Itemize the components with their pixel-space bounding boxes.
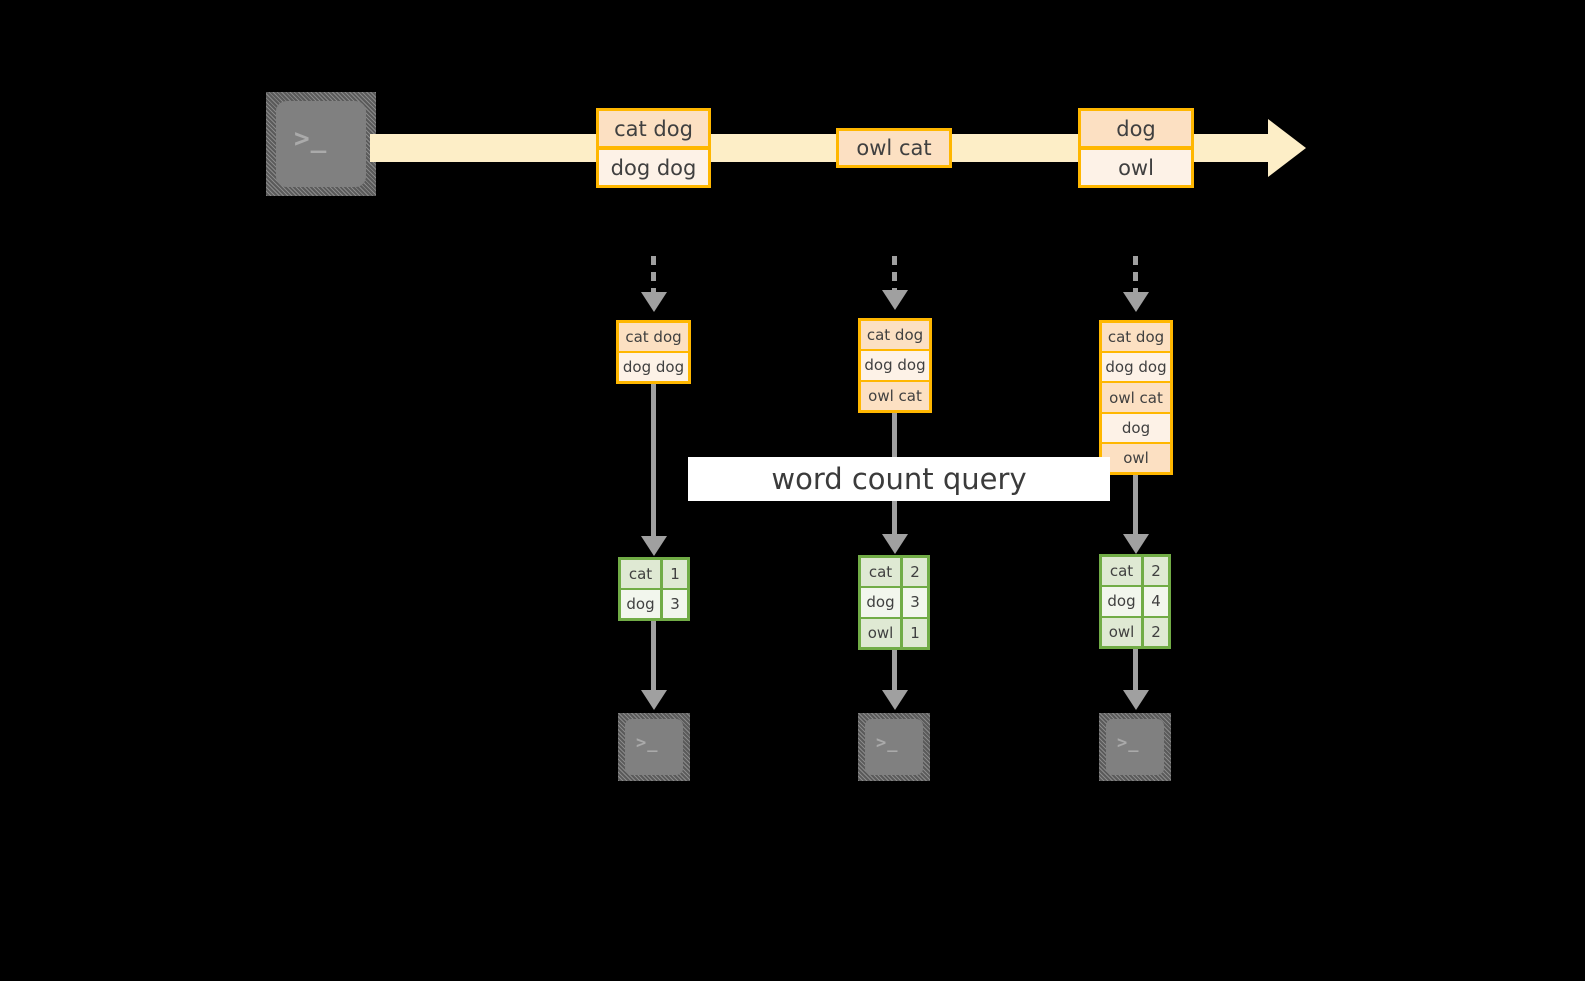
terminal-screen <box>865 719 923 775</box>
snapshot-trigger-arrowhead <box>641 292 667 312</box>
snapshot-2-result-table: cat 2 dog 3 owl 1 <box>858 555 930 650</box>
snapshot-record: owl cat <box>1102 383 1170 414</box>
snapshot-record: owl <box>1102 443 1170 473</box>
terminal-screen <box>1106 719 1164 775</box>
sink-connector-arrowhead <box>641 690 667 710</box>
snapshot-record: cat dog <box>619 323 688 353</box>
snapshot-2-records: cat dog dog dog owl cat <box>858 318 932 413</box>
result-word: dog <box>1102 587 1144 616</box>
result-count: 1 <box>903 618 927 647</box>
query-connector <box>651 384 656 538</box>
sink-connector-arrowhead <box>1123 690 1149 710</box>
snapshot-record: dog dog <box>861 351 929 382</box>
terminal-prompt-glyph: >_ <box>294 124 328 154</box>
result-count: 2 <box>903 558 927 587</box>
sink-connector <box>892 650 897 691</box>
table-row: cat 2 <box>861 558 927 589</box>
result-count: 3 <box>903 588 927 617</box>
terminal-screen <box>276 101 366 187</box>
query-connector-arrowhead <box>882 534 908 554</box>
result-word: dog <box>861 588 903 617</box>
stream-record: dog <box>1078 108 1194 149</box>
snapshot-trigger-arrowhead <box>882 290 908 310</box>
stream-record: dog dog <box>596 147 711 188</box>
table-row: owl 2 <box>1102 617 1168 646</box>
table-row: dog 3 <box>621 590 687 618</box>
query-label: word count query <box>688 457 1110 501</box>
query-connector <box>1133 475 1138 536</box>
table-row: dog 3 <box>861 588 927 619</box>
snapshot-record: cat dog <box>1102 323 1170 354</box>
sink-connector-arrowhead <box>882 690 908 710</box>
snapshot-record: dog <box>1102 413 1170 444</box>
table-row: cat 1 <box>621 560 687 590</box>
terminal-prompt-glyph: >_ <box>1117 733 1140 753</box>
terminal-screen <box>625 719 683 775</box>
query-connector-arrowhead <box>1123 534 1149 554</box>
snapshot-3-records: cat dog dog dog owl cat dog owl <box>1099 320 1173 475</box>
result-count: 2 <box>1144 617 1168 646</box>
source-terminal-icon: >_ <box>266 92 376 196</box>
snapshot-record: dog dog <box>619 353 688 381</box>
result-word: dog <box>621 590 663 618</box>
stream-record: cat dog <box>596 108 711 149</box>
snapshot-3-result-table: cat 2 dog 4 owl 2 <box>1099 554 1171 649</box>
result-word: cat <box>1102 557 1144 586</box>
snapshot-record: cat dog <box>861 321 929 352</box>
snapshot-1-sink-terminal-icon: >_ <box>618 713 690 781</box>
event-stream-arrowhead <box>1268 119 1306 177</box>
sink-connector <box>1133 649 1138 691</box>
snapshot-trigger-connector <box>892 256 897 292</box>
sink-connector <box>651 621 656 691</box>
result-word: owl <box>861 618 903 647</box>
terminal-prompt-glyph: >_ <box>636 733 659 753</box>
snapshot-1-records: cat dog dog dog <box>616 320 691 384</box>
query-connector-arrowhead <box>641 536 667 556</box>
result-word: cat <box>861 558 903 587</box>
result-count: 4 <box>1144 587 1168 616</box>
terminal-prompt-glyph: >_ <box>876 733 899 753</box>
snapshot-2-sink-terminal-icon: >_ <box>858 713 930 781</box>
snapshot-3-sink-terminal-icon: >_ <box>1099 713 1171 781</box>
stream-record: owl cat <box>836 128 952 168</box>
result-count: 3 <box>663 590 687 618</box>
snapshot-trigger-arrowhead <box>1123 292 1149 312</box>
snapshot-1-result-table: cat 1 dog 3 <box>618 557 690 621</box>
table-row: dog 4 <box>1102 587 1168 618</box>
snapshot-record: dog dog <box>1102 353 1170 384</box>
result-word: owl <box>1102 617 1144 646</box>
result-word: cat <box>621 560 663 588</box>
snapshot-trigger-connector <box>651 256 656 294</box>
snapshot-trigger-connector <box>1133 256 1138 294</box>
table-row: cat 2 <box>1102 557 1168 588</box>
snapshot-record: owl cat <box>861 381 929 410</box>
result-count: 2 <box>1144 557 1168 586</box>
stream-record: owl <box>1078 147 1194 188</box>
table-row: owl 1 <box>861 618 927 647</box>
result-count: 1 <box>663 560 687 588</box>
